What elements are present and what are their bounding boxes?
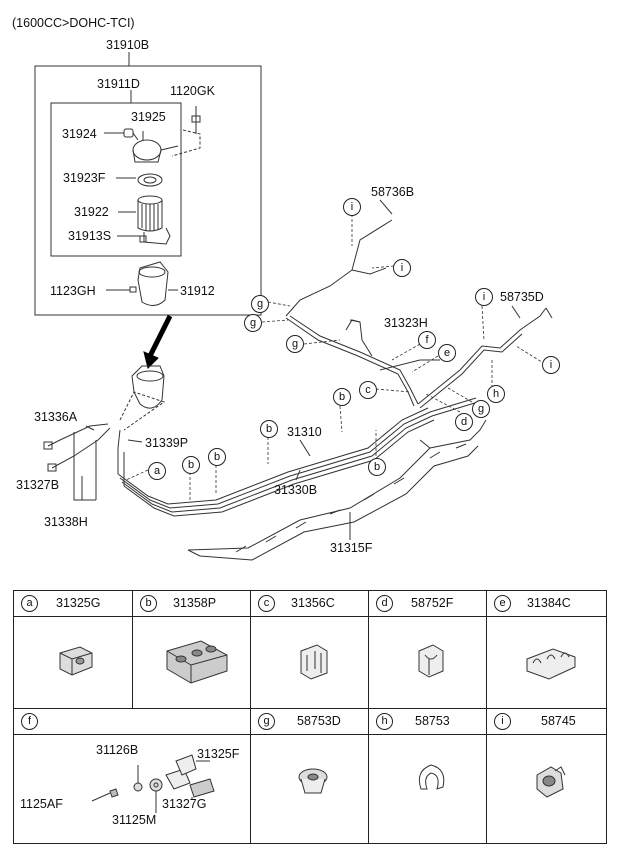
- table-cell-a: a 31325G: [14, 591, 133, 709]
- table-letter: c: [258, 595, 275, 612]
- part-label-58736B: 58736B: [371, 185, 415, 199]
- table-cell-d: d 58752F: [369, 591, 487, 709]
- part-label-31125M: 31125M: [112, 813, 157, 827]
- part-label-31338H: 31338H: [44, 515, 88, 529]
- callout-b: b: [368, 458, 386, 476]
- part-label-31315F: 31315F: [330, 541, 373, 555]
- callout-h: h: [487, 385, 505, 403]
- table-cell-g: g 58753D: [251, 709, 369, 843]
- part-label-31911D: 31911D: [97, 77, 140, 91]
- part-label-31325F: 31325F: [197, 747, 240, 761]
- table-cell-i: i 58745: [487, 709, 606, 843]
- part-label-31126B: 31126B: [96, 743, 139, 757]
- filter-assembly-box: [34, 65, 262, 316]
- callout-d: d: [455, 413, 473, 431]
- callout-b: b: [182, 456, 200, 474]
- part-label-31336A: 31336A: [34, 410, 78, 424]
- callout-e: e: [438, 344, 456, 362]
- table-letter: f: [21, 713, 38, 730]
- parts-table: a 31325G b 31358P c 31356C d 58752F: [13, 590, 607, 844]
- table-part-number: 31356C: [291, 596, 335, 610]
- part-label-31339P: 31339P: [145, 436, 189, 450]
- table-letter: d: [376, 595, 393, 612]
- table-letter: h: [376, 713, 393, 730]
- fuel-line-diagram: [34, 52, 553, 561]
- clip-58745-icon: [536, 766, 566, 798]
- part-label-1120GK: 1120GK: [170, 84, 215, 98]
- table-part-number: 31358P: [173, 596, 217, 610]
- part-label-58735D: 58735D: [500, 290, 544, 304]
- table-letter: e: [494, 595, 511, 612]
- clip-31384C-icon: [526, 648, 576, 680]
- table-part-number: 31384C: [527, 596, 571, 610]
- table-cell-f: f 31126B 31325F 1125AF 31327G 31125M: [14, 709, 251, 843]
- table-part-number: 31325G: [56, 596, 101, 610]
- table-cell-h: h 58753: [369, 709, 487, 843]
- callout-g: g: [286, 335, 304, 353]
- part-label-31327G: 31327G: [162, 797, 207, 811]
- part-label-1125AF: 1125AF: [20, 797, 63, 811]
- part-label-31923F: 31923F: [63, 171, 106, 185]
- callout-b: b: [260, 420, 278, 438]
- clip-58753-icon: [418, 764, 445, 790]
- clip-31356C-icon: [300, 644, 328, 680]
- part-label-31310: 31310: [287, 425, 322, 439]
- clip-31325G-icon: [59, 646, 93, 676]
- table-cell-b: b 31358P: [133, 591, 251, 709]
- part-label-31913S: 31913S: [68, 229, 112, 243]
- part-label-31924: 31924: [62, 127, 97, 141]
- engine-spec-note: (1600CC>DOHC-TCI): [12, 16, 135, 30]
- clip-kit-f-icon: [91, 754, 215, 813]
- callout-g: g: [251, 295, 269, 313]
- callout-b: b: [208, 448, 226, 466]
- callout-f: f: [418, 331, 436, 349]
- part-label-31910B: 31910B: [106, 38, 150, 52]
- part-label-31330B: 31330B: [274, 483, 318, 497]
- table-letter: a: [21, 595, 38, 612]
- callout-i: i: [343, 198, 361, 216]
- table-letter: i: [494, 713, 511, 730]
- callout-i: i: [542, 356, 560, 374]
- table-cell-e: e 31384C: [487, 591, 606, 709]
- callout-g: g: [472, 400, 490, 418]
- table-part-number: 58745: [541, 714, 576, 728]
- table-letter: g: [258, 713, 275, 730]
- callout-a: a: [148, 462, 166, 480]
- table-part-number: 58752F: [411, 596, 454, 610]
- clip-58752F-icon: [418, 644, 444, 678]
- part-label-31922: 31922: [74, 205, 109, 219]
- part-label-31327B: 31327B: [16, 478, 60, 492]
- callout-b: b: [333, 388, 351, 406]
- callout-i: i: [393, 259, 411, 277]
- table-part-number: 58753D: [297, 714, 341, 728]
- table-part-number: 58753: [415, 714, 450, 728]
- table-letter: b: [140, 595, 157, 612]
- part-label-31925: 31925: [131, 110, 166, 124]
- filter-subassembly-box: [50, 102, 182, 257]
- table-cell-c: c 31356C: [251, 591, 369, 709]
- part-label-31323H: 31323H: [384, 316, 428, 330]
- grommet-58753D-icon: [298, 768, 328, 794]
- part-label-31912: 31912: [180, 284, 215, 298]
- callout-c: c: [359, 381, 377, 399]
- callout-g: g: [244, 314, 262, 332]
- part-label-1123GH: 1123GH: [50, 284, 96, 298]
- callout-i: i: [475, 288, 493, 306]
- clip-31358P-icon: [166, 640, 228, 684]
